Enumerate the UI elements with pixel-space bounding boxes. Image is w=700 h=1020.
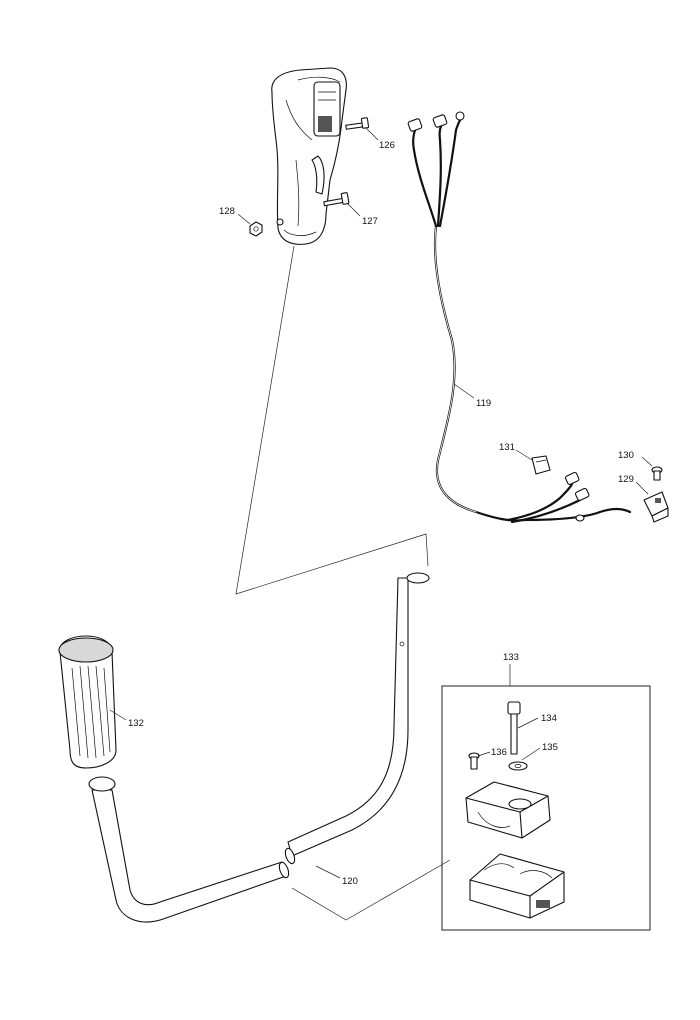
- clamp-kit-frame: [441, 685, 651, 931]
- clamp-upper: [465, 781, 551, 839]
- throttle-handle: [271, 67, 347, 245]
- handle-tube-120: [88, 572, 430, 923]
- clip-131: [531, 455, 551, 475]
- grip-132: [58, 635, 117, 769]
- label-133: 133: [503, 652, 519, 663]
- nut-128: [249, 221, 263, 237]
- label-131: 131: [499, 442, 515, 453]
- label-119: 119: [476, 398, 491, 409]
- switch-129: [643, 491, 669, 523]
- label-132: 132: [128, 718, 144, 729]
- label-128: 128: [219, 206, 235, 217]
- assembly-line-clamp: [291, 859, 451, 921]
- label-134: 134: [541, 713, 557, 724]
- label-120: 120: [342, 876, 358, 887]
- label-127: 127: [362, 216, 378, 227]
- screw-127: [323, 192, 350, 207]
- wire-harness: [407, 111, 632, 524]
- screw-126: [345, 117, 370, 130]
- label-130: 130: [618, 450, 634, 461]
- clamp-lower: [469, 853, 565, 919]
- label-135: 135: [542, 742, 558, 753]
- screw-130: [651, 466, 663, 481]
- label-126: 126: [379, 140, 395, 151]
- label-129: 129: [618, 474, 634, 485]
- washer-135: [508, 761, 528, 771]
- assembly-line-handle: [235, 245, 429, 595]
- screw-136: [468, 752, 480, 770]
- label-136: 136: [491, 747, 507, 758]
- bolt-134: [507, 701, 521, 755]
